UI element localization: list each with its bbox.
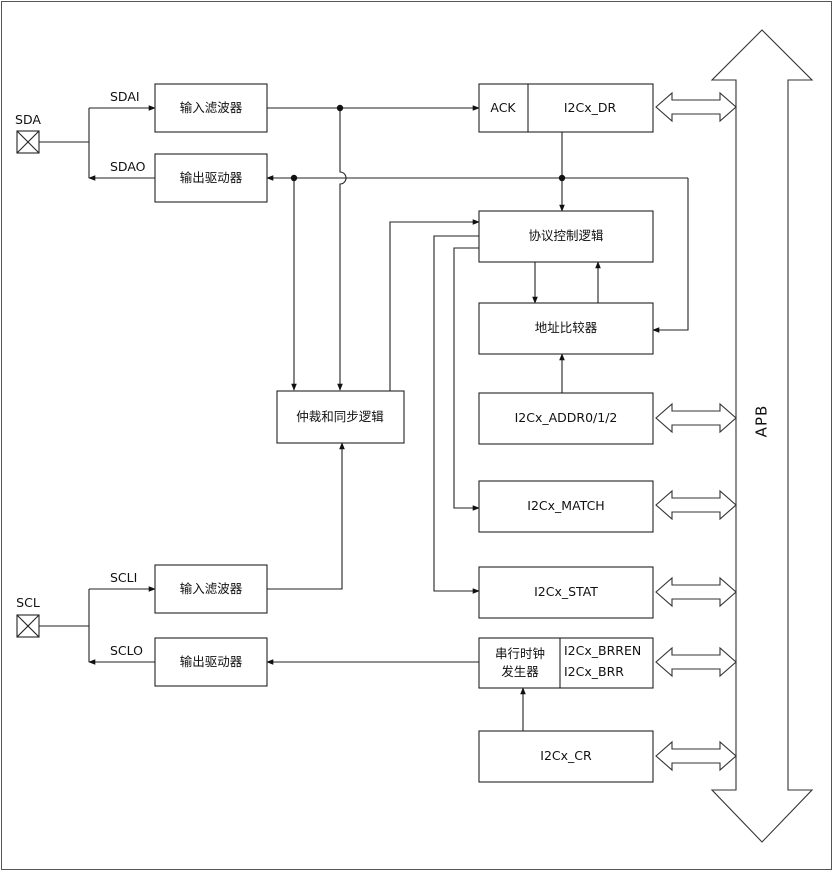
stat-register-label: I2Cx_STAT: [534, 584, 598, 599]
clock-generator-label-line1: 串行时钟: [495, 646, 545, 661]
match-register-block: [478, 480, 654, 533]
junction-dot: [290, 174, 298, 182]
scl-pin-label: SCL: [16, 595, 40, 610]
match-register-label: I2Cx_MATCH: [527, 498, 604, 513]
cr-register-block: [478, 730, 654, 783]
bus-connector-stat: [655, 576, 737, 608]
ack-dr-block: [478, 83, 654, 133]
apb-bus-arrow: [710, 29, 814, 843]
protocol-control-label: 协议控制逻辑: [528, 228, 603, 243]
sclo-label: SCLO: [110, 643, 143, 658]
apb-bus-label: APB: [753, 405, 771, 438]
sdao-label: SDAO: [110, 159, 146, 174]
address-compare-label: 地址比较器: [535, 320, 598, 335]
protocol-control-block: [478, 210, 654, 263]
sda-output-driver-block: [154, 153, 268, 203]
wires: [39, 105, 689, 731]
bus-connector-addr: [655, 402, 737, 434]
sda-pin: [16, 130, 40, 154]
clock-generator-label-line2: 发生器: [501, 664, 539, 679]
sda-input-filter-block: [154, 83, 268, 133]
dr-label: I2Cx_DR: [564, 100, 617, 115]
address-compare-block: [478, 302, 654, 355]
arbitration-sync-label: 仲裁和同步逻辑: [296, 409, 384, 424]
scl-input-filter-block: [154, 564, 268, 614]
scl-pin: [16, 614, 40, 638]
brren-label: I2Cx_BRREN: [564, 643, 641, 658]
scl-input-filter-label: 输入滤波器: [180, 581, 243, 596]
junction-dot: [558, 174, 566, 182]
bus-connector-dr: [655, 91, 737, 123]
ack-label: ACK: [490, 100, 516, 115]
brr-label: I2Cx_BRR: [564, 664, 624, 679]
addr-register-block: [478, 392, 654, 445]
sda-output-driver-label: 输出驱动器: [180, 170, 243, 185]
addr-register-label: I2Cx_ADDR0/1/2: [515, 410, 618, 425]
scl-output-driver-block: [154, 637, 268, 687]
junction-dot: [336, 104, 344, 112]
cr-register-label: I2Cx_CR: [540, 748, 592, 763]
sdai-label: SDAI: [110, 89, 140, 104]
arbitration-sync-block: [276, 390, 405, 444]
sda-input-filter-label: 输入滤波器: [180, 100, 243, 115]
bus-connector-cr: [655, 740, 737, 772]
bus-connector-brr: [655, 646, 737, 678]
clock-generator-block: [478, 637, 654, 689]
scli-label: SCLI: [110, 570, 137, 585]
bus-connector-match: [655, 489, 737, 521]
sda-pin-label: SDA: [15, 112, 41, 127]
stat-register-block: [478, 566, 654, 619]
scl-output-driver-label: 输出驱动器: [180, 654, 243, 669]
